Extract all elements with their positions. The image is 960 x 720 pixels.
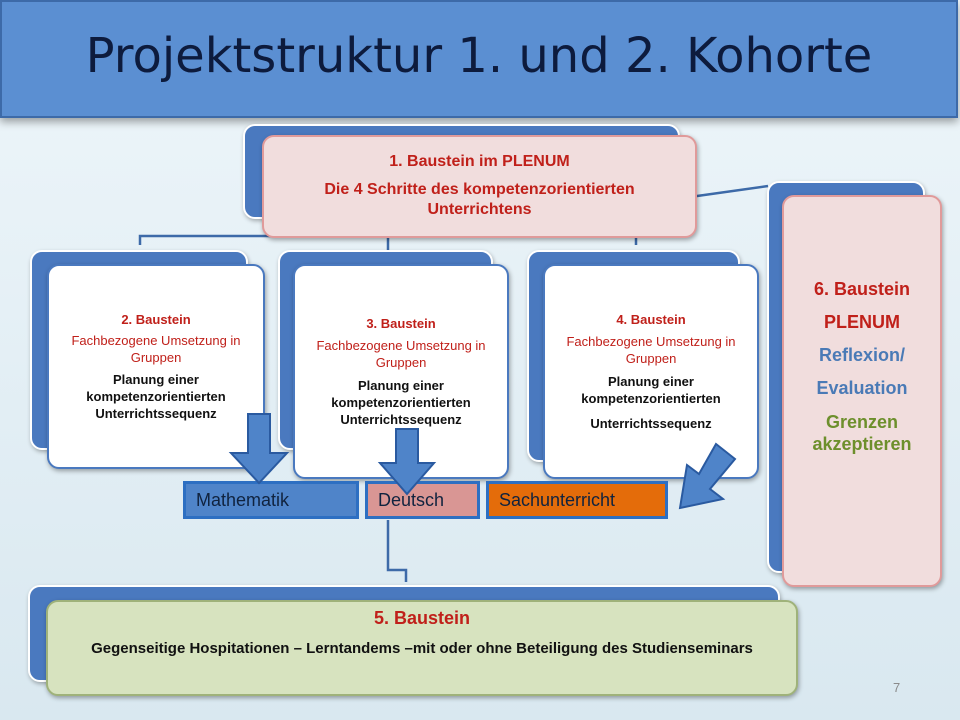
baustein4-box: 4. Baustein Fachbezogene Umsetzung in Gr…	[543, 264, 759, 479]
page-number: 7	[893, 680, 901, 695]
baustein6-box: 6. Baustein PLENUM Reflexion/ Evaluation…	[782, 195, 942, 587]
connector-to-baustein6	[689, 184, 769, 199]
baustein5-box: 5. Baustein Gegenseitige Hospitationen –…	[46, 600, 798, 696]
baustein5-heading: 5. Baustein	[373, 608, 471, 628]
baustein6-plenum: PLENUM	[824, 312, 900, 332]
baustein6-grenzen: Grenzen akzeptieren	[812, 412, 912, 454]
baustein6-heading: 6. Baustein	[813, 279, 911, 299]
baustein2-heading: 2. Baustein	[121, 311, 191, 327]
connector-to-baustein5	[386, 520, 408, 582]
arrow-sachunterricht-icon	[678, 442, 737, 510]
baustein2-sub: Fachbezogene Umsetzung in Gruppen	[71, 332, 241, 365]
baustein2-box: 2. Baustein Fachbezogene Umsetzung in Gr…	[47, 264, 265, 469]
baustein1-text: Die 4 Schritte des kompetenzorientierten…	[324, 181, 635, 218]
arrow-mathematik-icon	[228, 413, 290, 485]
baustein2-text: Planung einer kompetenzorientierten Unte…	[86, 371, 226, 421]
baustein5-text: Gegenseitige Hospitationen – Lerntandems…	[91, 640, 753, 657]
subject-sachunterricht: Sachunterricht	[486, 481, 668, 519]
baustein4-heading: 4. Baustein	[616, 311, 686, 327]
subject-mathematik: Mathematik	[183, 481, 359, 519]
slide-title: Projektstruktur 1. und 2. Kohorte	[85, 28, 873, 84]
baustein4-text1: Planung einer kompetenzorientierten	[581, 373, 721, 406]
baustein1-heading: 1. Baustein im PLENUM	[389, 153, 570, 170]
title-bar: Projektstruktur 1. und 2. Kohorte	[0, 0, 958, 118]
baustein6-reflexion: Reflexion/	[818, 345, 906, 365]
baustein3-heading: 3. Baustein	[366, 315, 436, 331]
baustein1-box: 1. Baustein im PLENUM Die 4 Schritte des…	[262, 135, 697, 238]
baustein4-sub: Fachbezogene Umsetzung in Gruppen	[566, 333, 736, 366]
subject-deutsch: Deutsch	[365, 481, 480, 519]
baustein4-text2: Unterrichtssequenz	[590, 415, 712, 431]
baustein6-evaluation: Evaluation	[816, 378, 908, 398]
baustein3-text: Planung einer kompetenzorientierten Unte…	[331, 377, 471, 427]
arrow-deutsch-icon	[377, 428, 437, 496]
baustein3-sub: Fachbezogene Umsetzung in Gruppen	[316, 337, 486, 370]
